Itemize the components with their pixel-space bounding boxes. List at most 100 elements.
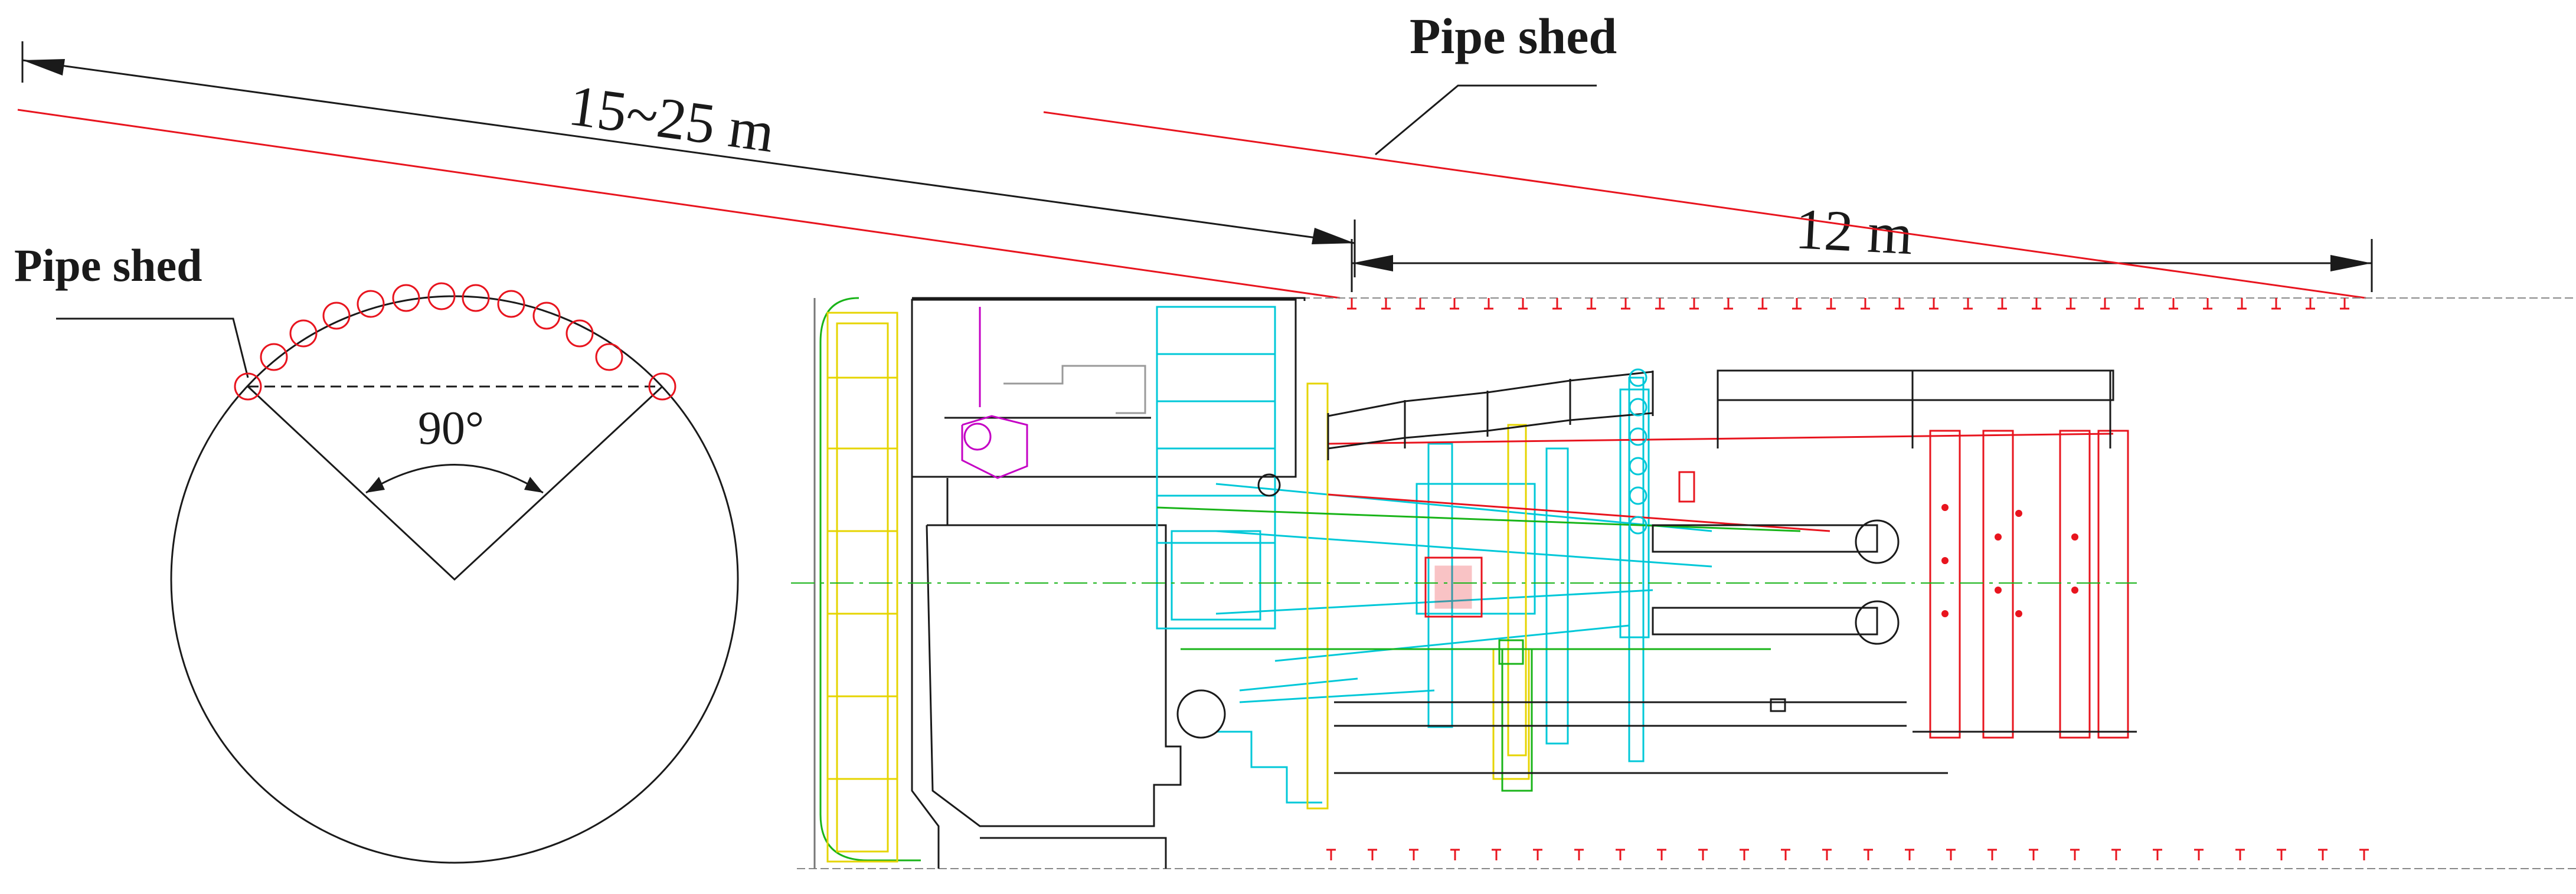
cyan-arm: [1239, 689, 1435, 703]
cyan-ring: [1629, 398, 1647, 417]
pipe-circle: [234, 372, 262, 401]
cutterhead-outline-green: [819, 297, 921, 862]
shield-upper: [912, 297, 1306, 301]
pipe-circle: [289, 319, 318, 348]
gear-dots: [1941, 504, 2078, 617]
yellow-post: [1507, 424, 1527, 757]
pipe-circle: [532, 302, 561, 330]
angle-arc-arrow-right: [524, 477, 543, 493]
magenta-pump: [963, 423, 992, 451]
dimension-short-arrow-left: [1352, 255, 1393, 271]
rear-platform: [1717, 369, 2114, 401]
wheel: [1257, 473, 1281, 497]
upper-details: [961, 307, 1146, 479]
green-rod: [1156, 506, 1801, 532]
cutterhead-frame-yellow-inner: [836, 322, 889, 853]
top-pipe-shed-leader-line: [1375, 84, 1597, 156]
pipe-circle: [497, 290, 525, 318]
cylinder-head: [1855, 600, 1900, 645]
red-rail: [1328, 433, 2114, 445]
pipe-circle: [595, 343, 623, 371]
pipe-circle: [565, 319, 594, 348]
pipe-shed-lines: [17, 109, 2366, 299]
top-pipe-shed-label: Pipe shed: [1410, 8, 1617, 64]
shield-main: [926, 524, 1182, 827]
gear-dot: [2071, 533, 2078, 541]
pipe-shed-line-long: [17, 109, 1341, 299]
cyan-tower: [1619, 388, 1650, 638]
cyan-post: [1427, 443, 1453, 728]
bottom-small-box: [1770, 698, 1786, 712]
pipe-shed-line-short: [1043, 111, 2366, 299]
cyan-arm: [1239, 677, 1358, 692]
red-gear-beam: [2059, 430, 2091, 739]
pipe-circle: [462, 284, 490, 312]
red-motor: [1424, 556, 1483, 618]
cutterhead-frame-yellow: [826, 312, 898, 863]
erector-box: [1171, 530, 1261, 621]
cyan-post: [1628, 376, 1645, 762]
cyan-boom: [1274, 624, 1630, 662]
cyan-ring: [1629, 486, 1647, 505]
yellow-post-small: [1492, 648, 1530, 780]
gear-dot: [2015, 610, 2022, 617]
bottom-pipe-ticks: [1326, 849, 2369, 860]
cross-section: Pipe shed 90°: [14, 240, 739, 864]
pipe-circles: [234, 282, 676, 401]
cyan-boom: [1215, 483, 1712, 532]
gear-dot: [2071, 587, 2078, 594]
left-pipe-shed-label: Pipe shed: [14, 240, 202, 291]
gear-dot: [1941, 504, 1949, 511]
back-structure: [1176, 369, 2137, 774]
gear-dot: [1995, 533, 2002, 541]
pipe-circle: [648, 372, 676, 401]
cyan-ring: [1629, 457, 1647, 476]
red-gear-beam: [2097, 430, 2129, 739]
dimension-short-arrow-right: [2330, 255, 2372, 271]
red-gear-beam: [1982, 430, 2014, 739]
erector-frame: [1156, 306, 1276, 630]
green-box: [1498, 639, 1524, 665]
left-pipe-shed-leader-line: [56, 317, 249, 378]
dimension-long-arrow-left: [22, 59, 65, 76]
red-gear-beam: [1929, 430, 1961, 739]
gray-fixture: [1003, 365, 1146, 414]
gear-dot: [2015, 510, 2022, 517]
green-post: [1501, 648, 1533, 792]
dimension-long-arrow-right: [1312, 228, 1355, 244]
rear-cylinder: [1652, 607, 1878, 636]
green-details: [1156, 506, 1801, 792]
cyan-ring: [1629, 368, 1647, 387]
yellow-post: [1306, 382, 1329, 810]
cyan-boom: [1215, 530, 1712, 568]
cyan-frame-inner: [1416, 483, 1536, 615]
front-handrail: [1328, 371, 1653, 417]
red-motor-inner: [1434, 565, 1472, 609]
shield-body: [911, 297, 1306, 869]
red-backup: [1328, 430, 2129, 739]
shield-front-frame: [911, 313, 940, 869]
erector-stair: [1216, 731, 1322, 804]
cyan-ring: [1629, 516, 1647, 535]
cyan-rings: [1629, 368, 1647, 535]
rear-cylinder: [1652, 524, 1878, 553]
red-small-box: [1678, 471, 1695, 503]
shield-upper-body: [911, 299, 1297, 478]
pipe-circle: [357, 290, 385, 318]
angle-rays: [247, 385, 663, 581]
cyan-erector: [1156, 306, 1712, 804]
dimension-short: [1351, 239, 2373, 292]
top-pipe-ticks: [1347, 298, 2349, 310]
gear-dot: [1941, 610, 1949, 617]
pipe-circle: [260, 343, 288, 371]
cyan-boom: [1215, 589, 1653, 615]
dimension-long-line: [22, 59, 1355, 244]
top-pipe-shed-leader: [1375, 84, 1597, 156]
tbm-machine: [813, 297, 2137, 869]
angle-label: 90°: [418, 402, 484, 454]
dimension-long-label: 15~25 m: [565, 74, 778, 165]
magenta-fixture: [961, 415, 1028, 479]
dimension-long: [21, 41, 1356, 277]
cyan-ring: [1629, 427, 1647, 446]
